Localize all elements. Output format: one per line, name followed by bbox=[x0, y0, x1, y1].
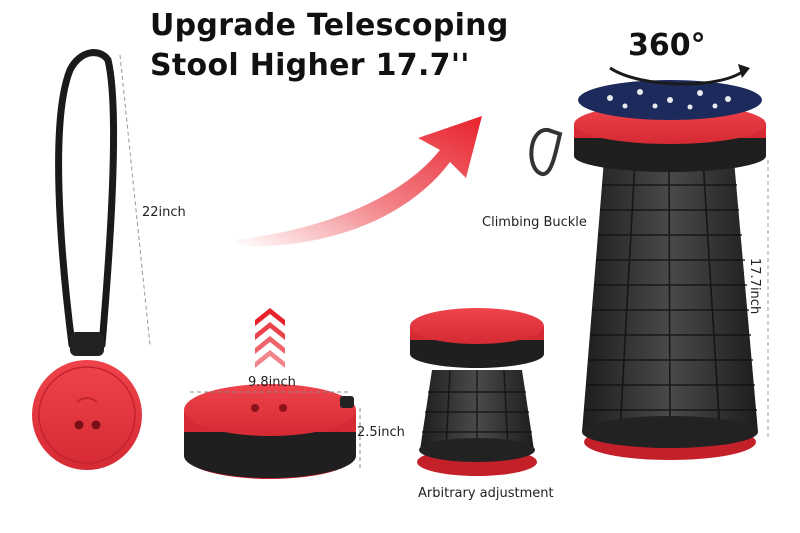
rotation-label: 360° bbox=[628, 28, 706, 63]
headline-line-2: Stool Higher 17.7'' bbox=[150, 48, 470, 83]
upgrade-arrow bbox=[235, 116, 482, 247]
hanging-seat bbox=[32, 360, 142, 470]
carry-strap bbox=[55, 49, 118, 349]
extended-stool bbox=[529, 80, 766, 460]
extend-arrows bbox=[255, 308, 285, 368]
strap-length-label: 22inch bbox=[142, 205, 186, 220]
strap-clip bbox=[70, 332, 104, 356]
collapsed-height-label: 2.5inch bbox=[357, 425, 405, 440]
headline-line-1: Upgrade Telescoping bbox=[150, 8, 509, 43]
diameter-label: 9.8inch bbox=[248, 375, 296, 390]
climbing-buckle bbox=[529, 128, 563, 176]
climbing-buckle-label: Climbing Buckle bbox=[482, 215, 587, 230]
extended-height-label: 17.7inch bbox=[747, 258, 762, 315]
headline: Upgrade Telescoping Stool Higher 17.7'' bbox=[150, 6, 509, 86]
strap-dimension-line bbox=[119, 54, 151, 346]
hanging-stool bbox=[32, 49, 142, 470]
collapsed-stool bbox=[184, 384, 356, 479]
rotation-arrow bbox=[609, 66, 746, 86]
mid-height-stool bbox=[410, 308, 544, 476]
arbitrary-adjustment-label: Arbitrary adjustment bbox=[418, 486, 554, 501]
